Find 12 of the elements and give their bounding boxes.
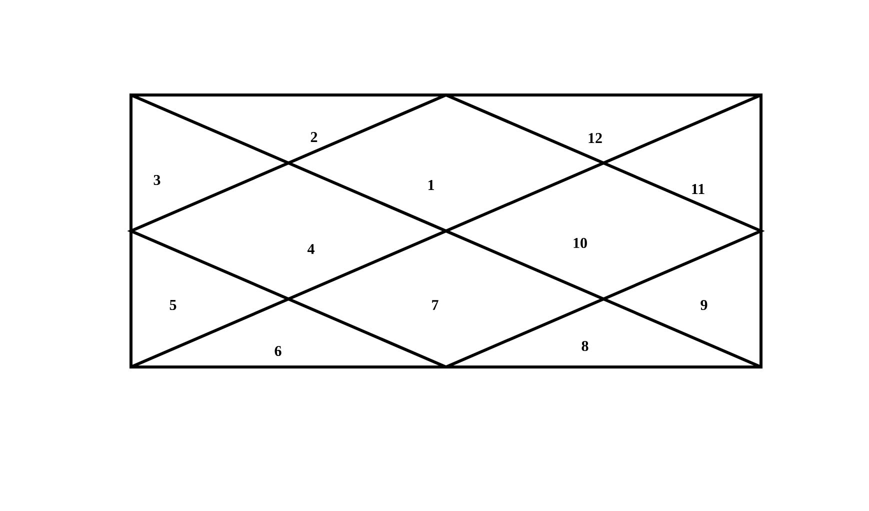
house-number: 8: [582, 340, 588, 352]
house-number: 2: [310, 132, 318, 142]
house-number: 7: [432, 300, 438, 310]
house-number: 10: [574, 238, 587, 248]
house-number: 9: [700, 300, 708, 310]
house-number: 1: [428, 180, 434, 190]
house-number: 11: [692, 184, 704, 194]
house-number: 3: [154, 174, 160, 186]
house-number: 12: [588, 133, 602, 143]
house-number: 4: [307, 244, 314, 254]
house-number: 5: [170, 300, 176, 310]
house-number: 6: [274, 346, 282, 356]
